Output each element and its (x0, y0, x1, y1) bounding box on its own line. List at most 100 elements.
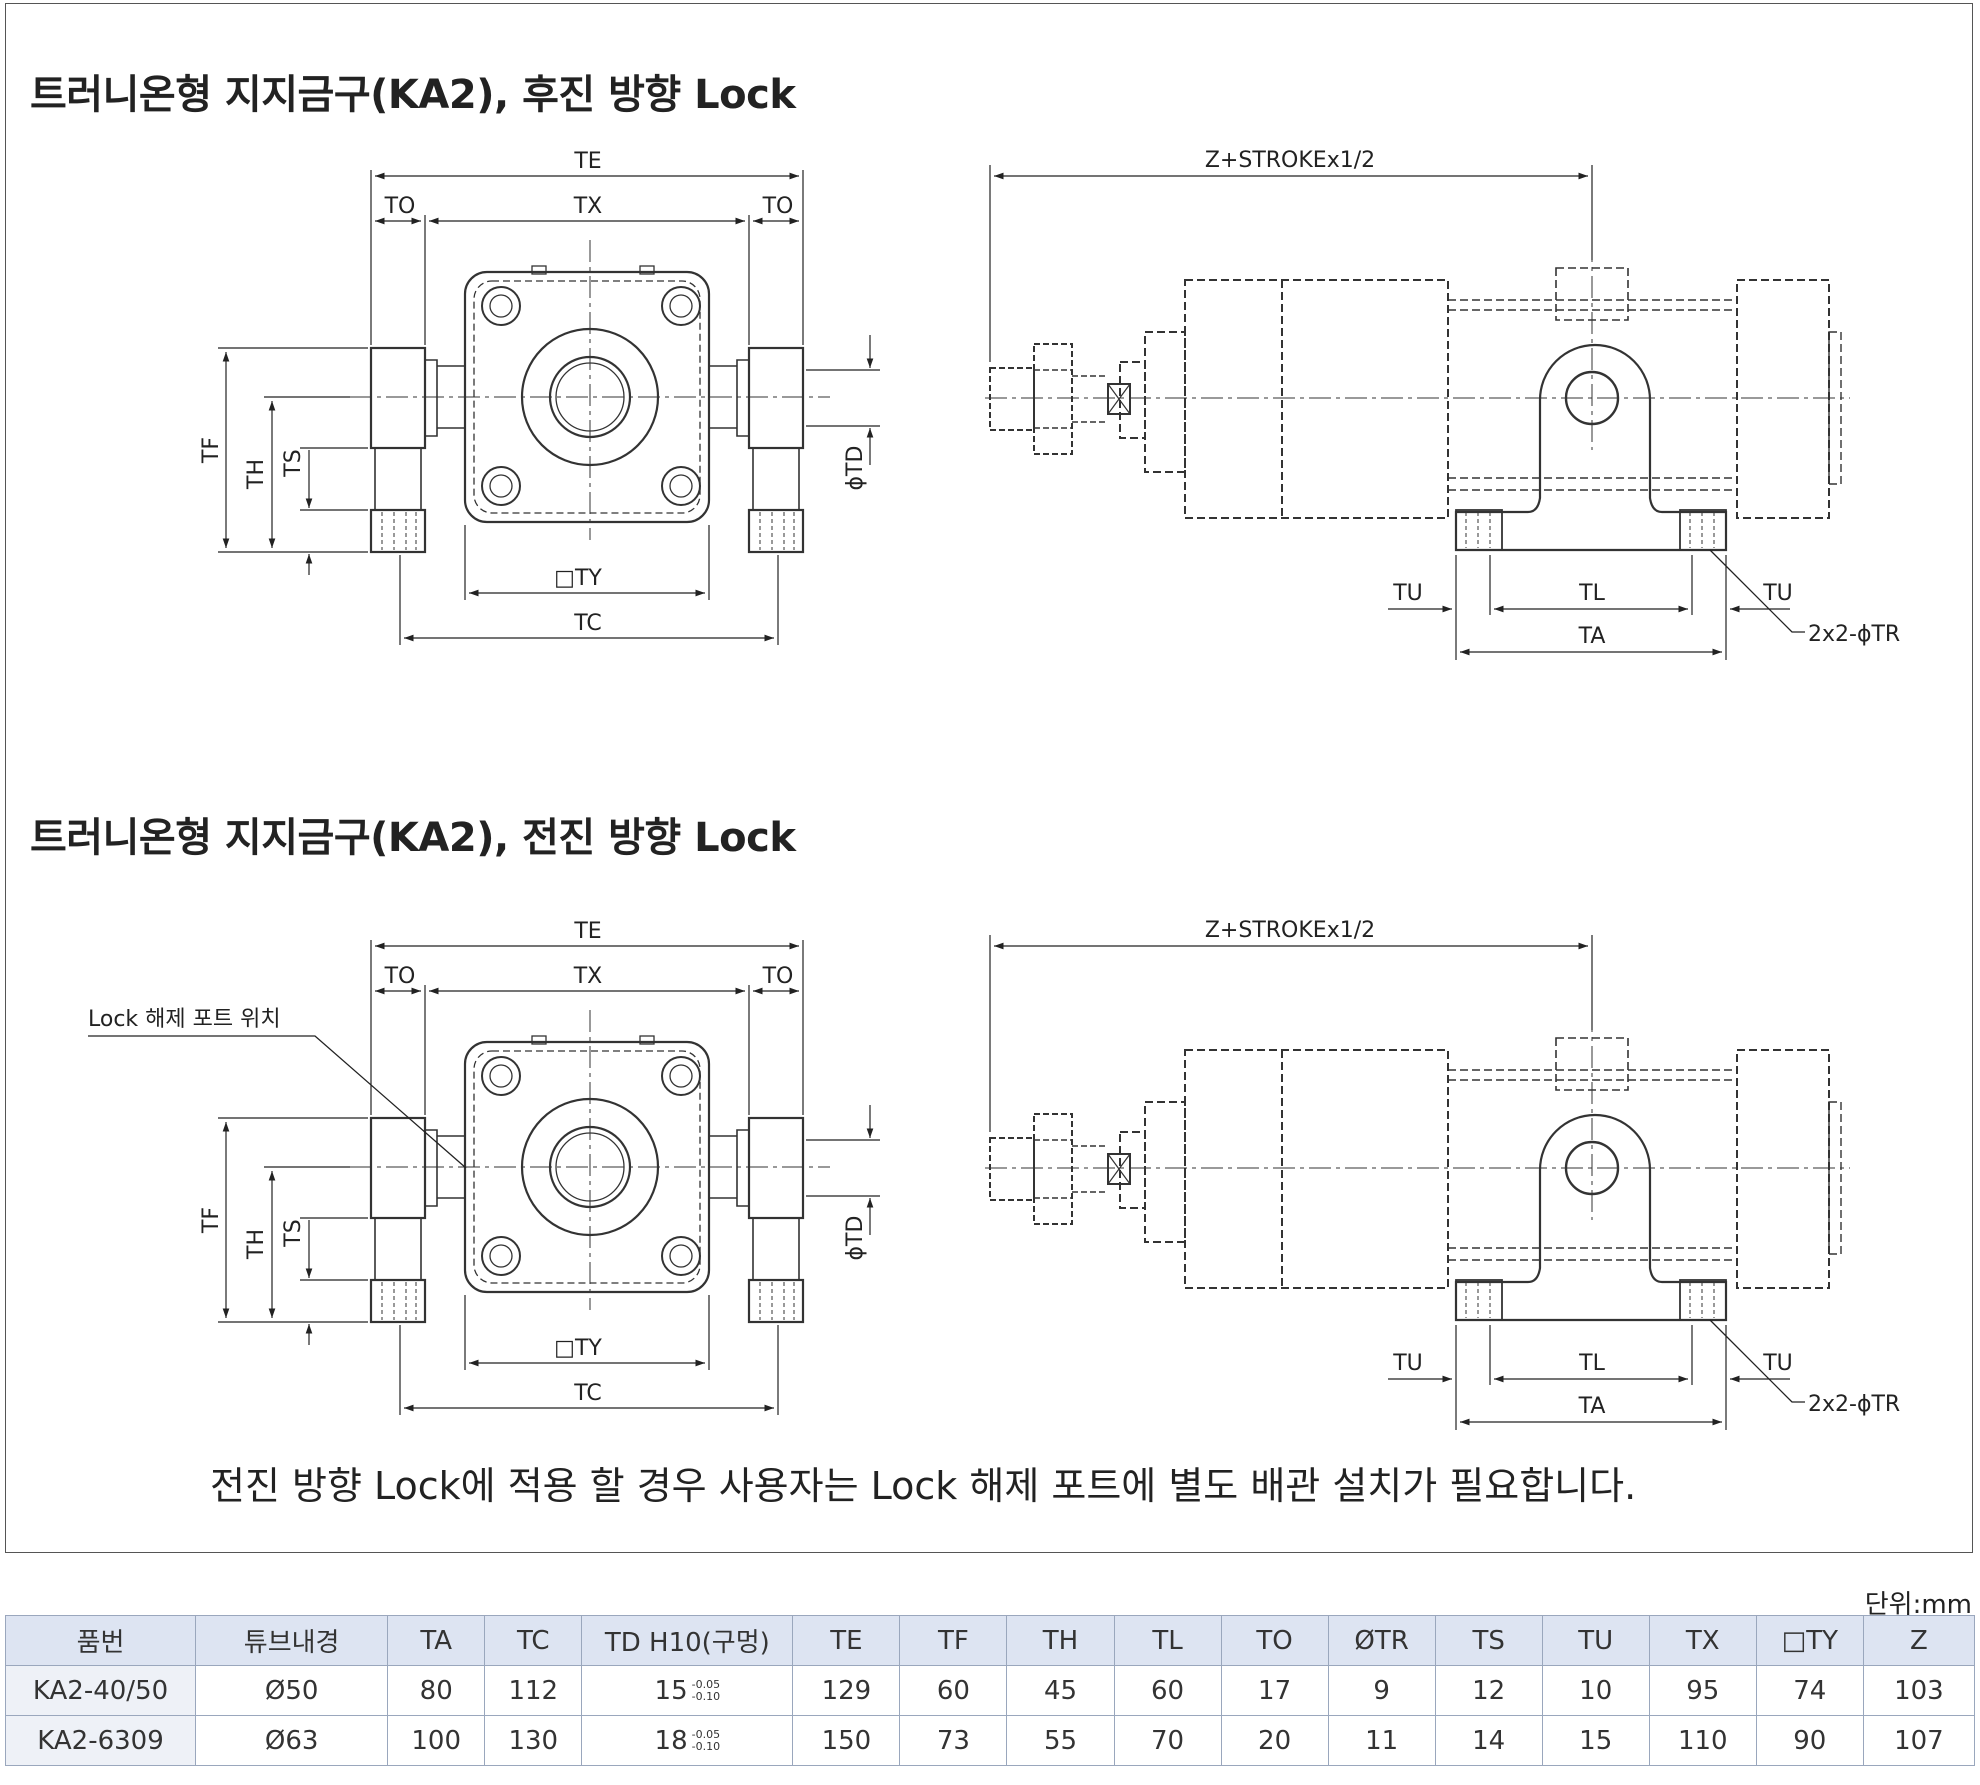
label-td-b: ϕTD (843, 1216, 868, 1261)
label-te-b: TE (573, 919, 601, 944)
cell-tc: 112 (484, 1665, 583, 1716)
cell-ty: 90 (1755, 1715, 1864, 1766)
label-tr: 2x2-ϕTR (1808, 622, 1900, 647)
td-value: 15 (654, 1675, 688, 1706)
cell-tr: 11 (1327, 1715, 1436, 1766)
cell-tl: 60 (1113, 1665, 1222, 1716)
label-z-stroke-b: Z+STROKEx1/2 (1205, 918, 1375, 943)
label-tr-b: 2x2-ϕTR (1808, 1392, 1900, 1417)
cell-te: 129 (792, 1665, 901, 1716)
label-th: TH (244, 459, 269, 490)
col-header: 품번 (4, 1615, 197, 1666)
cell-to: 20 (1220, 1715, 1329, 1766)
technical-drawing: TE TO TX TO TF TH TS ϕTD □TY TC Z+STROKE… (88, 148, 1900, 1560)
label-to-left-b: TO (384, 964, 416, 989)
label-ty: □TY (554, 566, 602, 591)
td-tolerance: -0.05-0.10 (692, 1679, 720, 1703)
cell-tu: 15 (1541, 1715, 1650, 1766)
cell-bore: Ø50 (195, 1665, 389, 1716)
tol-lower: -0.10 (691, 1740, 721, 1753)
cell-model: KA2-6309 (4, 1715, 197, 1766)
col-header: ØTR (1327, 1615, 1436, 1666)
col-header: TH (1006, 1615, 1115, 1666)
label-tf: TF (199, 437, 224, 464)
cell-ta: 80 (387, 1665, 486, 1716)
cell-tf: 73 (899, 1715, 1008, 1766)
cell-tu: 10 (1541, 1665, 1650, 1716)
cell-z: 103 (1862, 1665, 1976, 1716)
label-tu-right: TU (1762, 581, 1793, 606)
col-header: TE (792, 1615, 901, 1666)
label-tx: TX (573, 194, 603, 219)
col-header: TO (1220, 1615, 1329, 1666)
col-header: TS (1434, 1615, 1543, 1666)
cell-ts: 12 (1434, 1665, 1543, 1716)
label-ta-b: TA (1578, 1394, 1606, 1419)
installation-note: 전진 방향 Lock에 적용 할 경우 사용자는 Lock 해제 포트에 별도 … (210, 1464, 1637, 1508)
label-tc: TC (573, 611, 602, 636)
table-row: KA2-6309 Ø63 100 130 18-0.05-0.10 150 73… (4, 1715, 1976, 1766)
lock-port-leader (88, 1035, 467, 1169)
cell-z: 107 (1862, 1715, 1976, 1766)
col-header: TF (899, 1615, 1008, 1666)
label-to-right: TO (762, 194, 794, 219)
label-tu-left: TU (1392, 581, 1423, 606)
col-header: Z (1862, 1615, 1976, 1666)
cell-ty: 74 (1755, 1665, 1864, 1716)
label-tl-b: TL (1578, 1351, 1605, 1376)
label-tu-left-b: TU (1392, 1351, 1423, 1376)
col-header: TC (484, 1615, 583, 1666)
label-te: TE (573, 149, 601, 174)
label-tl: TL (1578, 581, 1605, 606)
label-lock-port: Lock 해제 포트 위치 (88, 1007, 281, 1032)
col-header: TU (1541, 1615, 1650, 1666)
tol-upper: -0.05 (691, 1728, 721, 1741)
cell-th: 45 (1006, 1665, 1115, 1716)
label-z-stroke: Z+STROKEx1/2 (1205, 148, 1375, 173)
label-tc-b: TC (573, 1381, 602, 1406)
cell-tx: 110 (1648, 1715, 1757, 1766)
cell-td: 18-0.05-0.10 (581, 1715, 794, 1766)
label-to-left: TO (384, 194, 416, 219)
title-rear-lock: 트러니온형 지지금구(KA2), 후진 방향 Lock (30, 72, 796, 118)
cell-tx: 95 (1648, 1665, 1757, 1716)
table-header-row: 품번 튜브내경 TA TC TD H10(구멍) TE TF TH TL TO … (4, 1615, 1976, 1666)
cell-tr: 9 (1327, 1665, 1436, 1716)
col-header: TX (1648, 1615, 1757, 1666)
drawing-frame (5, 3, 1973, 1553)
front-view-front-lock (218, 940, 880, 1415)
col-header: 튜브내경 (195, 1615, 389, 1666)
tol-upper: -0.05 (691, 1678, 721, 1691)
cell-td: 15-0.05-0.10 (581, 1665, 794, 1716)
cell-tc: 130 (484, 1715, 583, 1766)
label-ts-b: TS (281, 1219, 306, 1247)
label-td: ϕTD (843, 446, 868, 491)
label-ts: TS (281, 449, 306, 477)
spec-table: 품번 튜브내경 TA TC TD H10(구멍) TE TF TH TL TO … (4, 1615, 1976, 1766)
cell-te: 150 (792, 1715, 901, 1766)
tol-lower: -0.10 (691, 1690, 721, 1703)
front-view-rear-lock (218, 170, 880, 645)
cell-th: 55 (1006, 1715, 1115, 1766)
cell-tl: 70 (1113, 1715, 1222, 1766)
td-value: 18 (654, 1725, 688, 1756)
label-to-right-b: TO (762, 964, 794, 989)
label-tx-b: TX (573, 964, 603, 989)
cell-tf: 60 (899, 1665, 1008, 1716)
label-ta: TA (1578, 624, 1606, 649)
col-header: TD H10(구멍) (581, 1615, 794, 1666)
col-header: TA (387, 1615, 486, 1666)
col-header: □TY (1755, 1615, 1864, 1666)
title-front-lock: 트러니온형 지지금구(KA2), 전진 방향 Lock (30, 815, 796, 861)
label-tf-b: TF (199, 1207, 224, 1234)
col-header: TL (1113, 1615, 1222, 1666)
label-th-b: TH (244, 1229, 269, 1260)
label-ty-b: □TY (554, 1336, 602, 1361)
cell-ta: 100 (387, 1715, 486, 1766)
table-row: KA2-40/50 Ø50 80 112 15-0.05-0.10 129 60… (4, 1665, 1976, 1716)
td-tolerance: -0.05-0.10 (692, 1729, 720, 1753)
cell-model: KA2-40/50 (4, 1665, 197, 1716)
label-tu-right-b: TU (1762, 1351, 1793, 1376)
cell-to: 17 (1220, 1665, 1329, 1716)
cell-ts: 14 (1434, 1715, 1543, 1766)
